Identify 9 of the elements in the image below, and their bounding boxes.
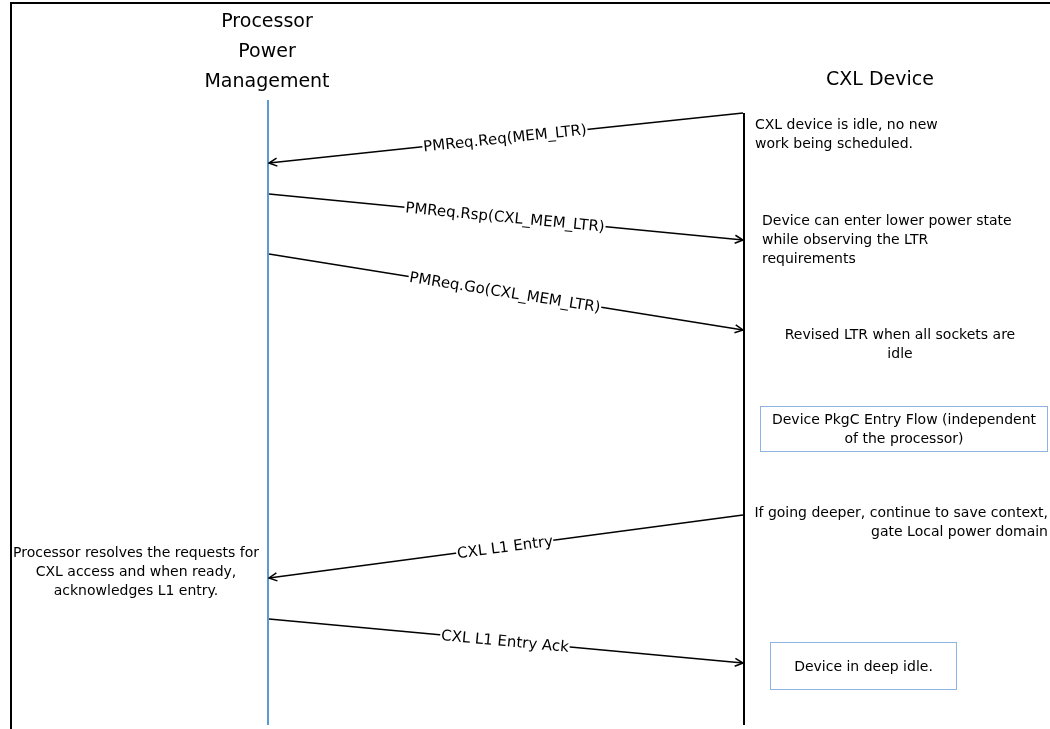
note-text: CXL device is idle, no new work being scheduled. <box>755 115 939 153</box>
note-text: Processor resolves the requests for CXL access and when ready, acknowledges L1 entry. <box>12 543 260 600</box>
note-text: Revised LTR when all sockets are idle <box>783 325 1017 363</box>
process-box: Device PkgC Entry Flow (independent of the processor) <box>760 406 1048 452</box>
note-text: If going deeper, continue to save context, gate Local power domain <box>753 503 1048 541</box>
note-text: Device can enter lower power state while observing the LTR requirements <box>762 211 1013 268</box>
process-box: Device in deep idle. <box>770 642 957 690</box>
lifeline-heading: Processor Power Management <box>203 8 331 93</box>
lifeline-heading: CXL Device <box>825 66 935 91</box>
